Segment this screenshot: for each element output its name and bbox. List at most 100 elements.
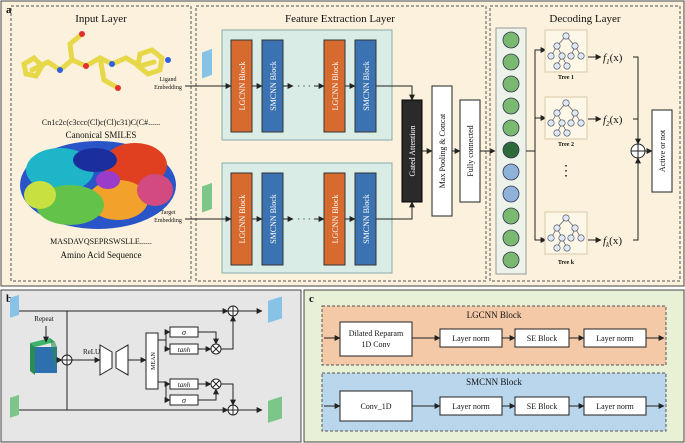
ellipsis: · · · [297,214,311,224]
smiles-string: Cn1c2c(c3ccc(Cl)c(Cl)c31)C(C#...... [42,118,160,127]
panel-b: b Repeat ReLU MEAN [0,289,302,443]
tree-k-label: Tree k [558,260,575,266]
molecule-image [21,31,171,91]
tree-node [567,119,575,127]
smcnn-label: SMCNN Block [269,194,278,244]
max-pooling-label: Max Pooling & Concat [438,113,447,188]
sequence-string: MASDAVQSEPRSWSLLE...... [50,237,152,246]
tree-node [547,119,555,127]
neuron-node [502,185,520,203]
tree-node [563,129,571,137]
protein-image [20,141,176,229]
neuron-node [502,141,520,159]
tree-node [553,42,561,50]
mean-block [145,332,159,390]
decoding-layer-title: Decoding Layer [549,13,620,25]
smcnn-label: SMCNN Block [362,61,371,111]
tree-node [547,234,555,242]
target-embedding-icon [202,182,212,213]
input-cube-icon [30,338,57,375]
smcnn-label: SMCNN Block [269,61,278,111]
dilated-reparam-label-2: 1D Conv [361,340,390,349]
neuron-node [502,31,520,49]
tree-node [562,99,570,107]
tree-node [562,32,570,40]
feature-layer-title: Feature Extraction Layer [285,13,395,25]
ligand-embedding-label-2: Embedding [154,85,182,91]
layer-norm-label: Layer norm [596,334,634,343]
layer-norm-label: Layer norm [452,334,490,343]
panel-a: a Input Layer Cn1c2c(c3ccc(Cl)c(Cl)c31)C… [0,0,685,287]
f2-label: f2(x) [603,114,623,128]
tree-node [577,52,585,60]
multiply-operator [210,343,222,355]
layer-norm-label: Layer norm [596,402,634,411]
tree-1-label: Tree 1 [558,75,574,81]
tree-node [567,234,575,242]
sigma-label: σ [182,328,187,337]
lgcnn-label: LGCNN Block [238,195,247,244]
encoder-shape [99,344,113,376]
conv1d-label: Conv_1D [360,402,391,411]
input-layer-title: Input Layer [75,13,127,25]
tree-k [544,211,588,255]
sum-operator [61,354,73,366]
neuron-node [502,207,520,225]
active-or-not-block [651,109,673,193]
smcnn-title: SMCNN Block [466,377,522,387]
tree-2 [544,96,588,140]
lgcnn-label: LGCNN Block [238,62,247,111]
tree-node [563,62,571,70]
tree-node [571,42,579,50]
sum-operator [630,143,646,159]
tanh-label: tanh [178,381,191,389]
tree-node [558,52,566,60]
dilated-reparam-label-1: Dilated Reparam [349,329,404,338]
relu-label: ReLU [83,348,100,356]
tree-node [553,224,561,232]
tree-node [553,62,561,70]
se-block-label: SE Block [527,334,557,343]
tree-node [558,119,566,127]
panel-c-letter: c [309,293,314,305]
tree-node [563,244,571,252]
tree-node [577,119,585,127]
gated-attention-label: Gated Attention [408,126,417,177]
sigma-label: σ [182,396,187,405]
tree-node [567,52,575,60]
ligand-embedding-icon [202,48,212,79]
neuron-node [502,229,520,247]
f1-label: f1(x) [603,52,623,66]
tree-node [577,234,585,242]
tree-node [562,214,570,222]
input-layer-box [10,5,192,282]
decoder-shape [115,344,129,376]
decoding-layer-box [489,5,681,282]
tanh-label: tanh [178,346,191,354]
neuron-node [502,163,520,181]
neuron-node [502,119,520,137]
active-or-not-label: Active or not [658,129,667,172]
sequence-label: Amino Acid Sequence [61,250,142,260]
lgcnn-title: LGCNN Block [467,310,522,320]
target-embedding-label-2: Embedding [154,218,182,224]
smcnn-label: SMCNN Block [362,194,371,244]
lgcnn-label: LGCNN Block [331,62,340,111]
vertical-ellipsis: ⋮ [559,164,573,179]
panel-c: c LGCNN Block Dilated Reparam 1D Conv La… [303,289,685,443]
tree-node [553,129,561,137]
smiles-label: Canonical SMILES [66,130,137,140]
panel-a-letter: a [6,4,12,16]
neuron-node [502,53,520,71]
tree-node [547,52,555,60]
target-embedding-label-1: Target [160,210,175,216]
lgcnn-label: LGCNN Block [331,195,340,244]
tree-node [553,109,561,117]
tree-2-label: Tree 2 [558,142,574,148]
dilated-reparam-block [339,321,413,357]
tree-1 [544,29,588,73]
tree-node [571,109,579,117]
sum-operator [227,404,239,416]
sum-operator [227,305,239,317]
